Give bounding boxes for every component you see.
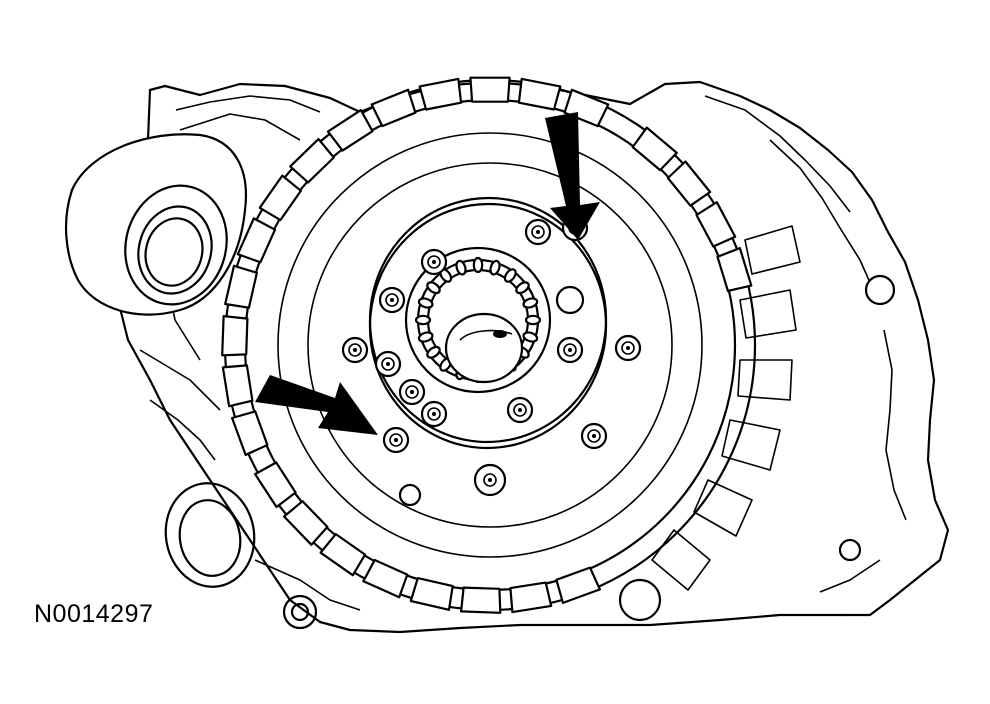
- needle-roller: [522, 297, 539, 309]
- needle-roller: [524, 314, 542, 326]
- spline-tooth: [221, 364, 254, 408]
- callout-arrow-lower: [255, 375, 378, 435]
- spline-tooth: [224, 264, 258, 309]
- clutch-drum: [221, 76, 757, 614]
- spline-tooth: [509, 581, 553, 614]
- spline-tooth: [370, 88, 417, 128]
- needle-roller: [472, 256, 484, 274]
- retainer-bolt: [378, 286, 406, 314]
- retainer-bolt: [556, 336, 584, 364]
- spline-tooth: [631, 126, 678, 172]
- bearing-boss: [64, 133, 247, 316]
- retainer-bolt: [341, 336, 369, 364]
- retainer-bolt: [506, 396, 534, 424]
- needle-roller: [503, 268, 517, 283]
- needle-roller: [515, 281, 530, 295]
- spline-tooth: [254, 461, 297, 509]
- spline-tooth: [460, 586, 502, 614]
- spline-tooth: [469, 76, 511, 103]
- retainer-bolt: [374, 350, 402, 378]
- needle-roller: [426, 281, 441, 295]
- figure-id-label: N0014297: [34, 600, 154, 628]
- case-bolts: [398, 274, 896, 622]
- spline-tooth: [221, 315, 249, 357]
- retainer-bolt: [614, 334, 642, 362]
- retainer-bolt: [524, 218, 552, 246]
- spline-tooth: [236, 217, 277, 264]
- spline-tooth: [289, 138, 335, 184]
- lower-boss: [164, 482, 318, 630]
- spline-tooth: [319, 533, 367, 577]
- spline-tooth: [326, 109, 374, 152]
- needle-roller: [426, 345, 441, 359]
- retainer-bolt: [420, 400, 448, 428]
- spline-tooth: [716, 247, 753, 292]
- callout-arrow-upper: [545, 112, 600, 240]
- spline-tooth: [418, 77, 463, 111]
- spline-tooth: [666, 160, 712, 207]
- spline-teeth: [221, 76, 753, 614]
- retainer-bolt: [473, 463, 507, 497]
- needle-roller: [417, 331, 434, 343]
- spline-tooth: [695, 201, 737, 248]
- spline-tooth: [555, 566, 601, 604]
- spline-tooth: [517, 77, 562, 111]
- needle-roller: [414, 314, 432, 326]
- spline-tooth: [258, 174, 302, 222]
- spline-tooth: [362, 558, 409, 599]
- retainer-bolt: [420, 248, 448, 276]
- retainer-bolt: [398, 378, 426, 406]
- spline-tooth: [409, 577, 454, 611]
- needle-roller: [417, 297, 434, 309]
- needle-roller: [489, 259, 501, 276]
- spline-tooth: [283, 500, 329, 546]
- spline-tooth: [231, 410, 269, 456]
- case-ribs: [651, 225, 801, 591]
- retainer-bolt: [382, 426, 410, 454]
- retainer-bolt: [580, 422, 608, 450]
- needle-roller: [522, 331, 539, 343]
- needle-roller: [455, 259, 467, 276]
